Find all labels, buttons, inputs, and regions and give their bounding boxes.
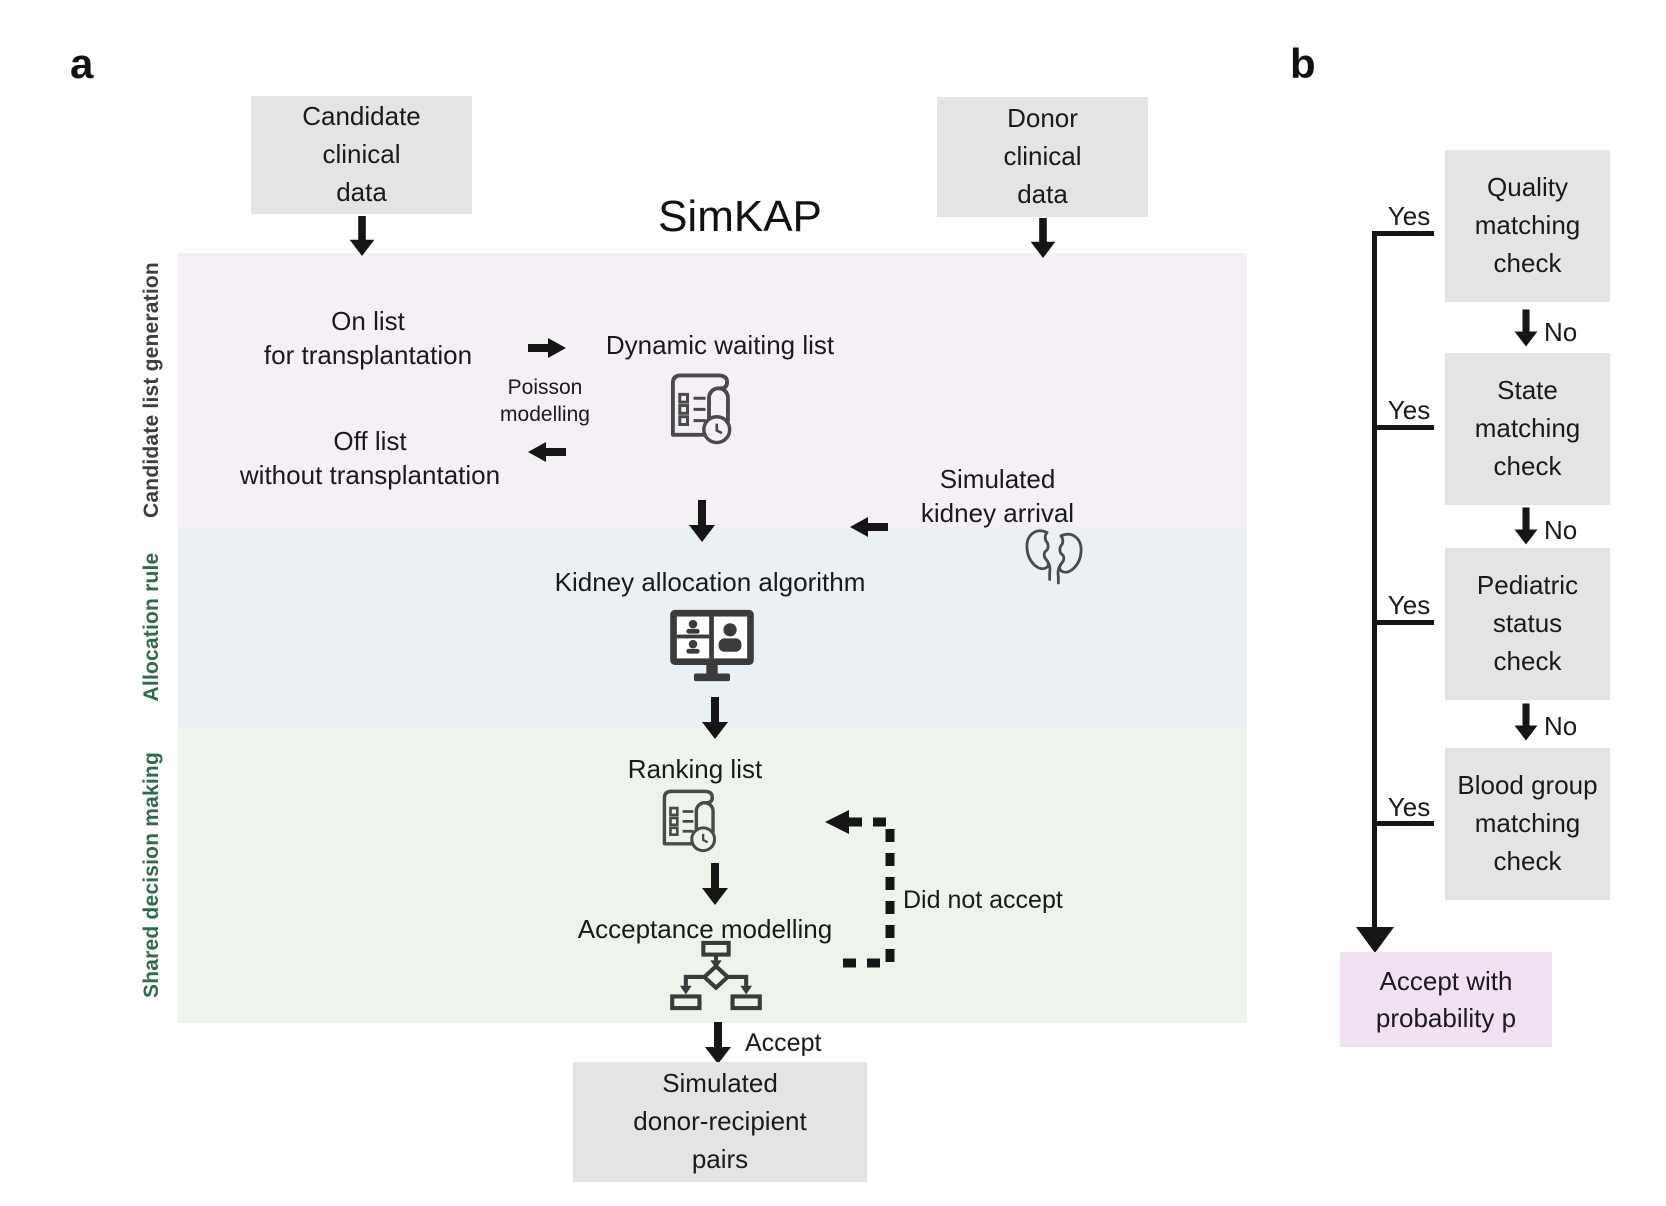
- arrow-right-icon: [528, 336, 566, 360]
- no-label: No: [1544, 317, 1578, 347]
- yes-label: Yes: [1387, 395, 1431, 425]
- accept-probability-text: Accept with probability p: [1375, 965, 1517, 1033]
- on-list-text: On list for transplantation: [263, 306, 473, 371]
- band-label-candidate-list-generation: Candidate list generation: [140, 262, 163, 518]
- pediatric-status-check-text: Pediatric status check: [1476, 570, 1579, 676]
- acceptance-modelling-text: Acceptance modelling: [577, 914, 833, 944]
- poisson-modelling-text: Poisson modelling: [500, 376, 590, 427]
- yes-label: Yes: [1387, 590, 1431, 620]
- state-matching-check-box: State matching check: [1445, 353, 1610, 505]
- yes-tick: [1372, 425, 1434, 430]
- no-label: No: [1544, 711, 1578, 741]
- ranking-list-icon: [653, 782, 729, 860]
- waiting-list-icon: [660, 366, 746, 452]
- decision-tree-icon: [660, 940, 772, 1012]
- did-not-accept-loop-arrow: [820, 806, 902, 978]
- quality-matching-check-box: Quality matching check: [1445, 150, 1610, 302]
- donor-clinical-data-text: Donor clinical data: [1003, 103, 1082, 209]
- panel-b-label: b: [1290, 40, 1316, 87]
- arrow-down-icon: [685, 500, 719, 542]
- arrow-down-icon: [698, 697, 732, 739]
- arrow-left-icon: [850, 515, 888, 539]
- state-matching-check-text: State matching check: [1474, 375, 1581, 481]
- accept-probability-box: Accept with probability p: [1340, 952, 1552, 1047]
- yes-tick: [1372, 821, 1434, 826]
- allocation-monitor-icon: [668, 608, 756, 684]
- blood-group-matching-check-text: Blood group matching check: [1457, 770, 1598, 876]
- off-list-text: Off list without transplantation: [239, 426, 501, 491]
- arrow-down-icon: [1511, 703, 1541, 741]
- arrow-down-icon: [1511, 309, 1541, 347]
- yes-label: Yes: [1387, 792, 1431, 822]
- blood-group-matching-check-box: Blood group matching check: [1445, 748, 1610, 900]
- dynamic-waiting-list-text: Dynamic waiting list: [605, 330, 835, 360]
- arrow-head-down-icon: [1356, 927, 1394, 953]
- donor-clinical-data-box: Donor clinical data: [937, 97, 1148, 217]
- kidney-allocation-algorithm-text: Kidney allocation algorithm: [554, 567, 866, 597]
- kidneys-icon: [1020, 524, 1088, 588]
- arrow-down-icon: [1511, 507, 1541, 545]
- arrow-down-icon: [345, 216, 379, 256]
- did-not-accept-text: Did not accept: [903, 886, 1063, 914]
- panel-a-label: a: [70, 40, 94, 87]
- yes-branch-line: [1372, 231, 1377, 929]
- accept-label: Accept: [745, 1029, 822, 1057]
- band-label-shared-decision-making: Shared decision making: [140, 752, 163, 998]
- yes-tick: [1372, 231, 1434, 236]
- figure-title: SimKAP: [658, 192, 822, 241]
- arrow-down-icon: [698, 863, 732, 905]
- candidate-clinical-data-box: Candidate clinical data: [251, 96, 472, 214]
- simulated-pairs-text: Simulated donor-recipient pairs: [633, 1068, 807, 1174]
- arrow-down-icon: [701, 1022, 735, 1064]
- candidate-clinical-data-text: Candidate clinical data: [302, 101, 421, 207]
- band-label-allocation-rule: Allocation rule: [140, 552, 163, 702]
- yes-label: Yes: [1387, 201, 1431, 231]
- pediatric-status-check-box: Pediatric status check: [1445, 548, 1610, 700]
- simulated-pairs-box: Simulated donor-recipient pairs: [573, 1062, 867, 1182]
- quality-matching-check-text: Quality matching check: [1474, 172, 1581, 278]
- simulated-kidney-arrival-text: Simulated kidney arrival: [920, 464, 1075, 529]
- ranking-list-text: Ranking list: [627, 754, 763, 784]
- no-label: No: [1544, 515, 1578, 545]
- arrow-left-icon: [528, 440, 566, 464]
- yes-tick: [1372, 620, 1434, 625]
- arrow-down-icon: [1026, 218, 1060, 258]
